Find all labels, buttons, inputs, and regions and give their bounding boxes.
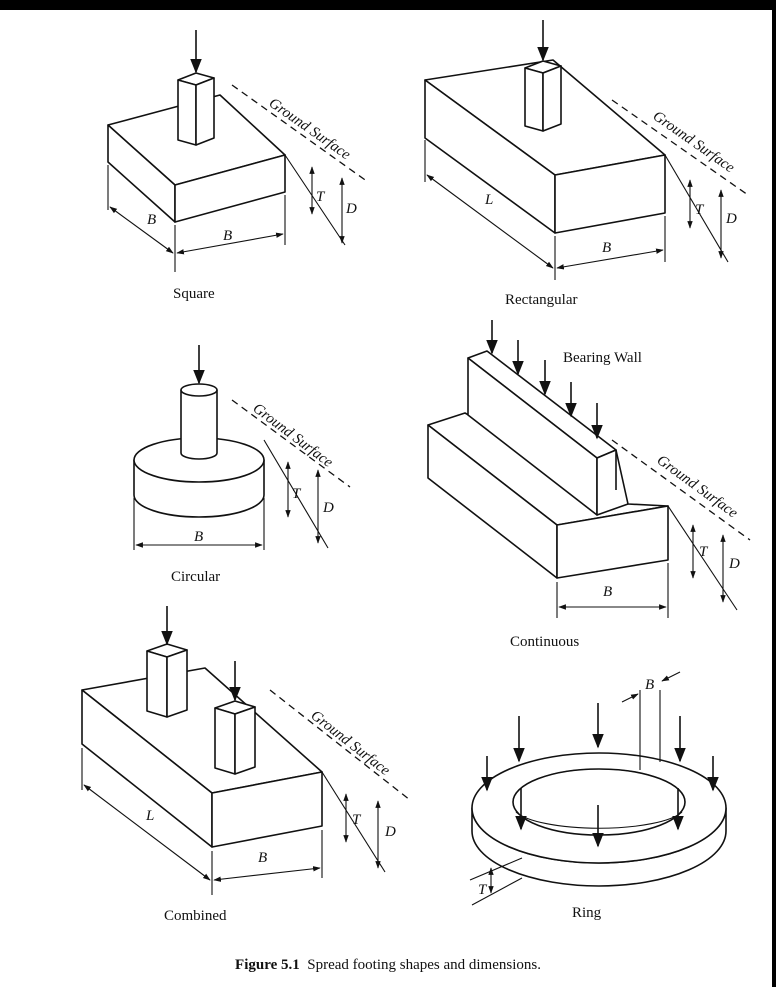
continuous-label: Continuous (510, 634, 579, 650)
square-t-label: T (316, 189, 326, 205)
rectangular-l-label: L (484, 192, 493, 208)
rectangular-t-label: T (695, 202, 705, 218)
ring-t-label: T (478, 882, 488, 898)
square-footing: Ground Surface B B T D Square (107, 30, 369, 302)
square-label: Square (173, 286, 215, 302)
circular-column (180, 383, 218, 460)
combined-ground-label: Ground Surface (308, 708, 394, 780)
circular-b-label: B (194, 529, 203, 545)
continuous-footing: Bearing Wall Ground Surface B T D Contin… (427, 320, 751, 650)
rectangular-width-dim (556, 248, 664, 270)
circular-footing: Ground Surface B T D Circular (133, 345, 351, 585)
circular-t-label: T (292, 486, 302, 502)
bearing-wall-label: Bearing Wall (563, 350, 642, 366)
combined-column-2 (214, 700, 256, 775)
figure-caption-text: Spread footing shapes and dimensions. (307, 957, 541, 973)
circular-label: Circular (171, 569, 220, 585)
circular-ground-line (231, 399, 351, 488)
rectangular-column (524, 60, 562, 132)
rectangular-label: Rectangular (505, 292, 577, 308)
ring-b-label: B (645, 677, 654, 693)
combined-footing: Ground Surface L B T D Combined (81, 606, 411, 924)
combined-length-dim (83, 784, 211, 881)
combined-d-label: D (384, 824, 396, 840)
combined-label: Combined (164, 908, 227, 924)
continuous-b-label: B (603, 584, 612, 600)
continuous-t-label: T (699, 544, 709, 560)
circular-d-label: D (322, 500, 334, 516)
square-d-label: D (345, 201, 357, 217)
rectangular-length-dim (426, 174, 554, 269)
ring-footing: B T Ring (469, 671, 727, 921)
combined-b-label: B (258, 850, 267, 866)
continuous-ground-line (611, 439, 751, 541)
combined-l-label: L (145, 808, 154, 824)
rectangular-ground-line (611, 99, 749, 196)
top-border (0, 0, 776, 10)
right-border (772, 0, 776, 987)
rectangular-footing: Ground Surface L B T D Rectangular (424, 20, 749, 308)
combined-width-dim (213, 866, 321, 882)
rectangular-b-label: B (602, 240, 611, 256)
combined-ground-line (269, 689, 411, 801)
bearing-wall (467, 350, 629, 516)
square-b2-label: B (223, 228, 232, 244)
ring-label: Ring (572, 905, 602, 921)
square-ground-line (231, 84, 369, 183)
square-b1-label: B (147, 212, 156, 228)
figure-number: Figure 5.1 (235, 957, 300, 973)
square-column (177, 72, 215, 146)
combined-column-1 (146, 643, 188, 718)
rectangular-d-label: D (725, 211, 737, 227)
figure-caption: Figure 5.1 Spread footing shapes and dim… (0, 957, 776, 974)
square-width-dim-1 (109, 206, 174, 254)
continuous-d-label: D (728, 556, 740, 572)
combined-t-label: T (352, 812, 362, 828)
square-width-dim-2 (176, 232, 284, 255)
